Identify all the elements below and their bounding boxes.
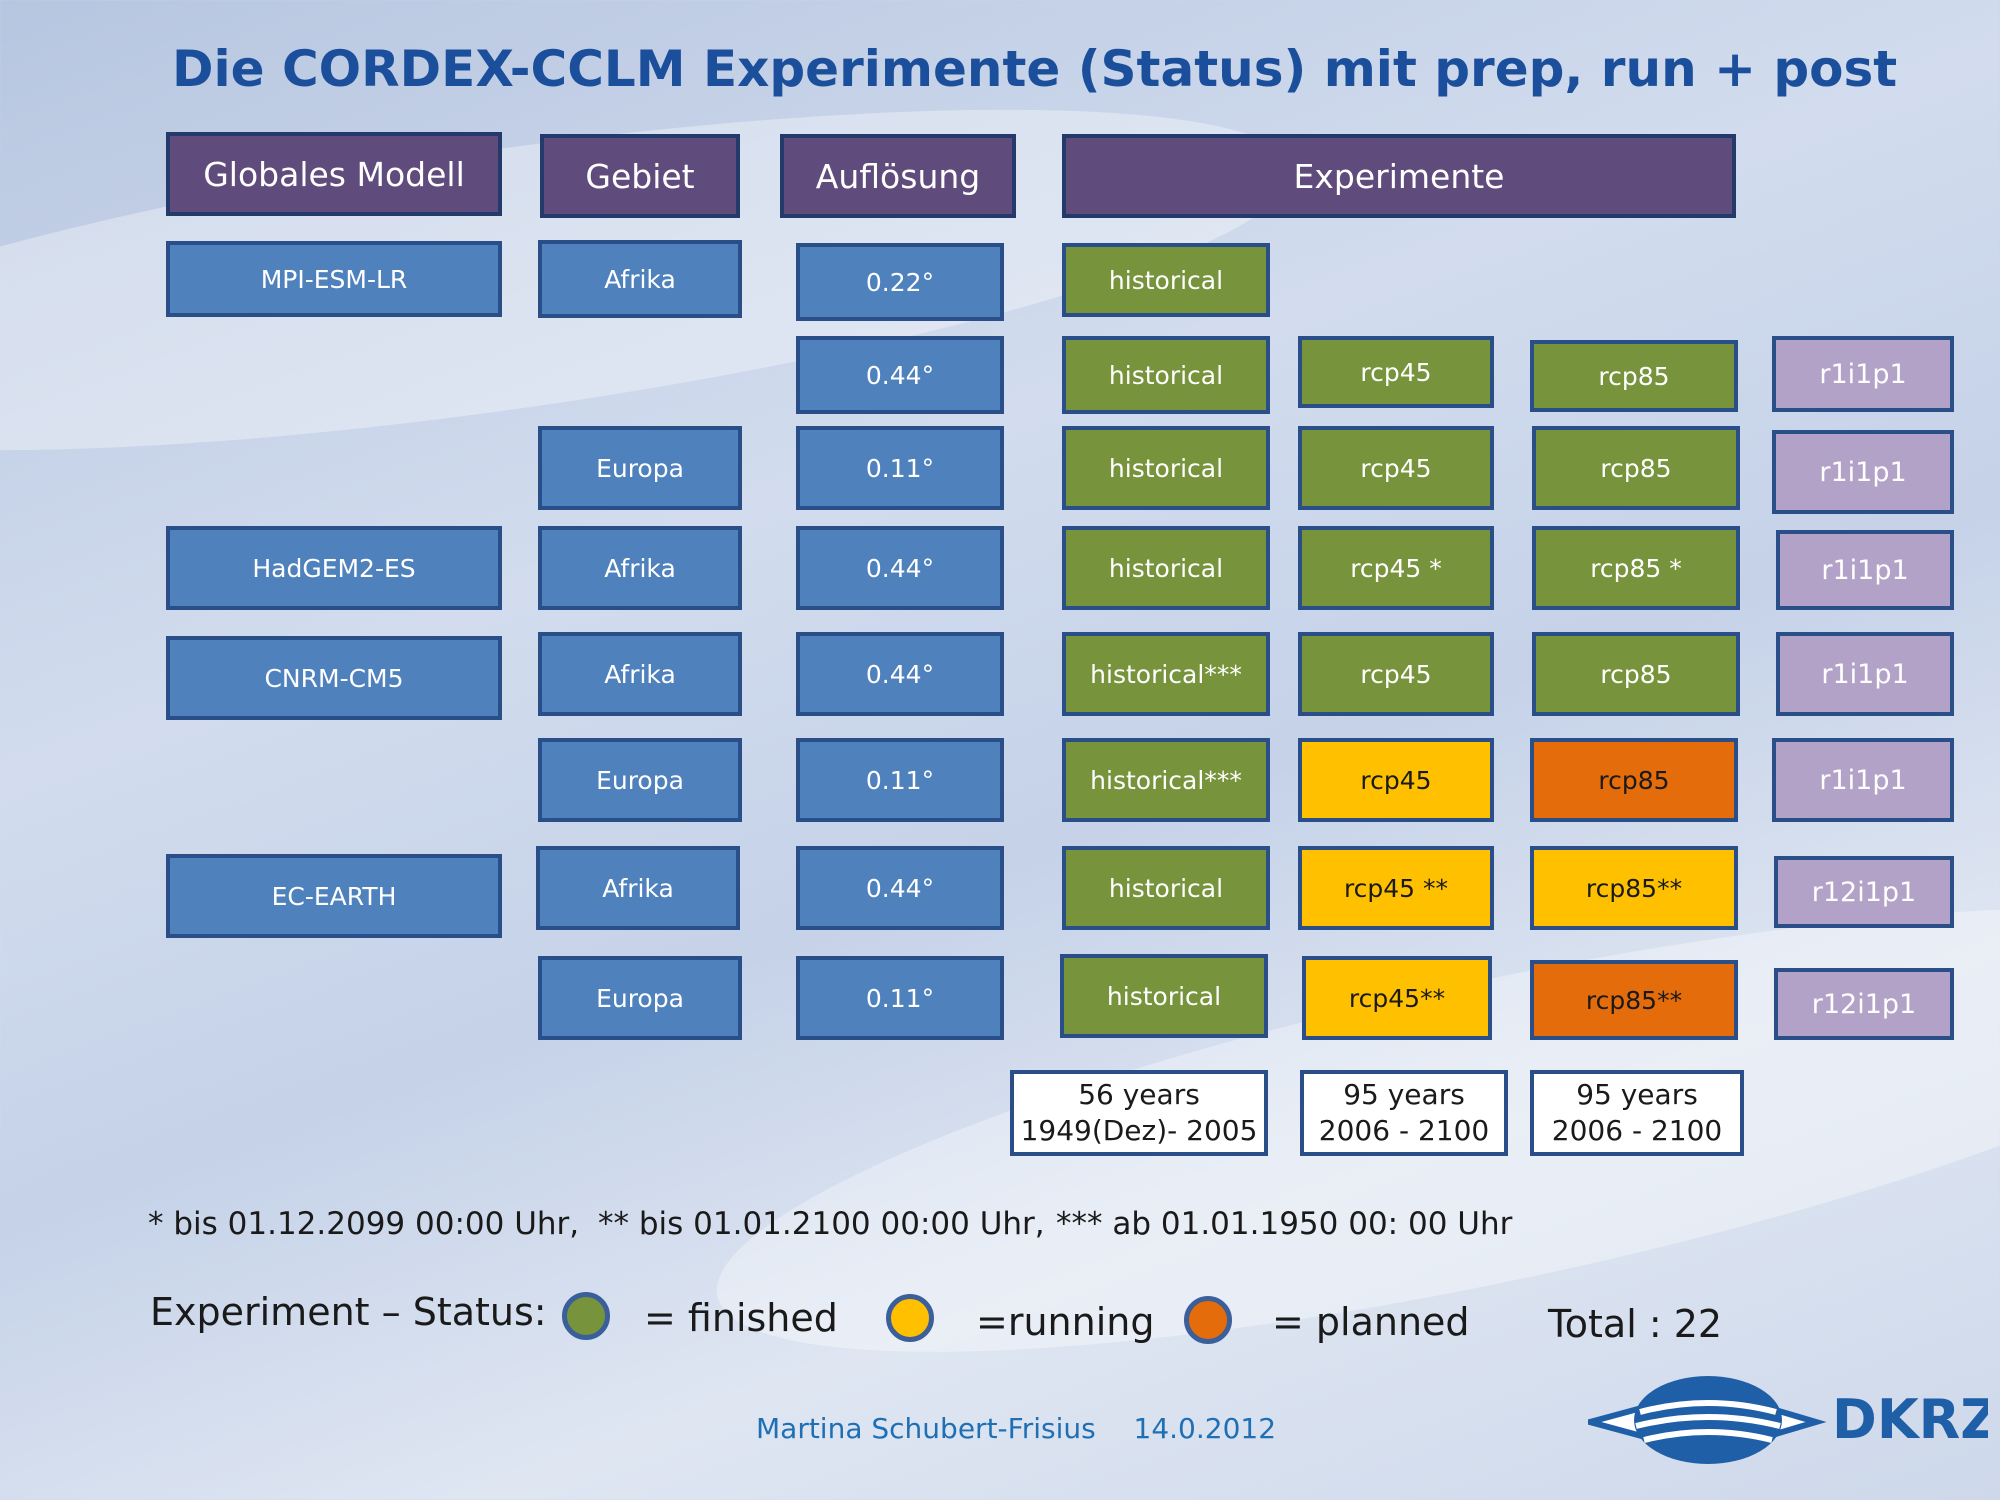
logo-wordmark: DKRZ xyxy=(1832,1388,1988,1451)
rcp85-cell: rcp85** xyxy=(1530,846,1738,930)
member-cell: r12i1p1 xyxy=(1774,856,1954,928)
region-cell: Europa xyxy=(538,956,742,1040)
resolution-cell: 0.11° xyxy=(796,956,1004,1040)
member-cell: r1i1p1 xyxy=(1772,430,1954,514)
rcp85-cell: rcp85** xyxy=(1530,960,1738,1040)
footer-credit: Martina Schubert-Frisius 14.0.2012 xyxy=(756,1412,1276,1445)
rcp85-cell: rcp85 * xyxy=(1532,526,1740,610)
header-gebiet: Gebiet xyxy=(540,134,740,218)
rcp45-cell: rcp45** xyxy=(1302,956,1492,1040)
period-years: 95 years xyxy=(1343,1078,1465,1111)
footer-date: 14.0.2012 xyxy=(1133,1412,1277,1445)
historical-cell: historical xyxy=(1062,243,1270,317)
finished-status-dot xyxy=(562,1292,610,1340)
rcp45-cell: rcp45 xyxy=(1298,738,1494,822)
member-cell: r1i1p1 xyxy=(1772,738,1954,822)
rcp45-cell: rcp45 * xyxy=(1298,526,1494,610)
dkrz-logo: DKRZ xyxy=(1578,1364,1999,1478)
model-ec-earth: EC-EARTH xyxy=(166,854,502,938)
dkrz-logo-icon: DKRZ xyxy=(1578,1376,1999,1464)
region-cell: Europa xyxy=(538,738,742,822)
legend-running: =running xyxy=(976,1300,1155,1344)
resolution-cell: 0.11° xyxy=(796,738,1004,822)
running-status-dot xyxy=(886,1294,934,1342)
legend-label: Experiment – Status: xyxy=(150,1290,547,1334)
footer-author: Martina Schubert-Frisius xyxy=(756,1412,1096,1445)
period-range: 2006 - 2100 xyxy=(1551,1114,1723,1147)
period-range: 2006 - 2100 xyxy=(1318,1114,1490,1147)
region-cell: Afrika xyxy=(538,526,742,610)
rcp45-cell: rcp45 xyxy=(1298,426,1494,510)
member-cell: r1i1p1 xyxy=(1776,530,1954,610)
member-cell: r12i1p1 xyxy=(1774,968,1954,1040)
region-cell: Europa xyxy=(538,426,742,510)
period-rcp85: 95 years 2006 - 2100 xyxy=(1530,1070,1744,1156)
legend-finished: = finished xyxy=(644,1296,838,1340)
historical-cell: historical xyxy=(1062,526,1270,610)
resolution-cell: 0.44° xyxy=(796,846,1004,930)
header-aufloesung: Auflösung xyxy=(780,134,1016,218)
resolution-cell: 0.44° xyxy=(796,336,1004,414)
model-cnrm-cm5: CNRM-CM5 xyxy=(166,636,502,720)
rcp45-cell: rcp45 ** xyxy=(1298,846,1494,930)
period-range: 1949(Dez)- 2005 xyxy=(1020,1114,1258,1147)
slide-title: Die CORDEX-CCLM Experimente (Status) mit… xyxy=(172,40,1898,98)
footnote-three: *** ab 01.01.1950 00: 00 Uhr xyxy=(1056,1206,1513,1242)
historical-cell: historical xyxy=(1062,336,1270,414)
period-rcp45: 95 years 2006 - 2100 xyxy=(1300,1070,1508,1156)
legend-planned: = planned xyxy=(1272,1300,1470,1344)
region-cell: Afrika xyxy=(538,632,742,716)
member-cell: r1i1p1 xyxy=(1772,336,1954,412)
rcp85-cell: rcp85 xyxy=(1532,426,1740,510)
historical-cell: historical xyxy=(1060,954,1268,1038)
historical-cell: historical xyxy=(1062,846,1270,930)
rcp85-cell: rcp85 xyxy=(1532,632,1740,716)
historical-cell: historical xyxy=(1062,426,1270,510)
total-count: Total : 22 xyxy=(1548,1302,1723,1346)
period-years: 95 years xyxy=(1576,1078,1698,1111)
period-years: 56 years xyxy=(1078,1078,1200,1111)
resolution-cell: 0.22° xyxy=(796,243,1004,321)
footnote-one: * bis 01.12.2099 00:00 Uhr, xyxy=(148,1206,580,1242)
resolution-cell: 0.11° xyxy=(796,426,1004,510)
header-globales-modell: Globales Modell xyxy=(166,132,502,216)
period-historical: 56 years 1949(Dez)- 2005 xyxy=(1010,1070,1268,1156)
resolution-cell: 0.44° xyxy=(796,526,1004,610)
rcp45-cell: rcp45 xyxy=(1298,632,1494,716)
rcp45-cell: rcp45 xyxy=(1298,336,1494,408)
header-experimente: Experimente xyxy=(1062,134,1736,218)
historical-cell: historical*** xyxy=(1062,632,1270,716)
region-cell: Afrika xyxy=(538,240,742,318)
footnote-two: ** bis 01.01.2100 00:00 Uhr, xyxy=(598,1206,1045,1242)
planned-status-dot xyxy=(1184,1296,1232,1344)
model-mpi-esm-lr: MPI-ESM-LR xyxy=(166,241,502,317)
resolution-cell: 0.44° xyxy=(796,632,1004,716)
region-cell: Afrika xyxy=(536,846,740,930)
historical-cell: historical*** xyxy=(1062,738,1270,822)
rcp85-cell: rcp85 xyxy=(1530,340,1738,412)
rcp85-cell: rcp85 xyxy=(1530,738,1738,822)
member-cell: r1i1p1 xyxy=(1776,632,1954,716)
model-hadgem2-es: HadGEM2-ES xyxy=(166,526,502,610)
